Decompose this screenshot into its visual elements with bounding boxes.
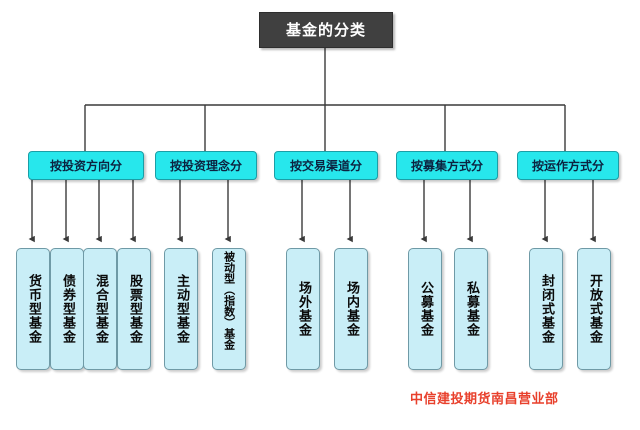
leaf-node-label: 场外基金 xyxy=(296,281,312,337)
leaf-node-closed-end-fund[interactable]: 封闭式基金 xyxy=(529,248,563,370)
leaf-node-label: 公募基金 xyxy=(418,281,434,337)
leaf-node-otc-fund[interactable]: 场外基金 xyxy=(286,248,320,370)
leaf-node-money-market-fund[interactable]: 货币型基金 xyxy=(16,248,50,370)
category-node-label: 按运作方式分 xyxy=(531,158,604,173)
category-node-by-investment-philosophy[interactable]: 按投资理念分 xyxy=(155,151,257,180)
leaf-node-label: 货币型基金 xyxy=(26,274,42,344)
leaf-node-open-end-fund[interactable]: 开放式基金 xyxy=(577,248,611,370)
footer-credit: 中信建投期货南昌营业部 xyxy=(410,392,559,407)
root-node-label: 基金的分类 xyxy=(285,20,366,39)
leaf-node-passive-index-fund[interactable]: 被动型（指数）基金 xyxy=(212,248,246,370)
category-node-by-operating-method[interactable]: 按运作方式分 xyxy=(517,151,619,180)
leaf-node-label: 被动型（指数）基金 xyxy=(222,251,236,350)
leaf-node-label: 私募基金 xyxy=(464,281,480,337)
leaf-node-bond-fund[interactable]: 债券型基金 xyxy=(50,248,84,370)
leaf-node-label: 混合型基金 xyxy=(93,274,109,344)
category-node-by-trading-channel[interactable]: 按交易渠道分 xyxy=(274,151,378,180)
category-node-label: 按募集方式分 xyxy=(410,158,483,173)
leaf-node-label: 债券型基金 xyxy=(60,274,76,344)
leaf-node-label: 股票型基金 xyxy=(127,274,143,344)
category-node-label: 按投资理念分 xyxy=(169,158,242,173)
category-node-by-investment-direction[interactable]: 按投资方向分 xyxy=(28,151,144,180)
leaf-node-hybrid-fund[interactable]: 混合型基金 xyxy=(83,248,117,370)
category-node-label: 按投资方向分 xyxy=(49,158,122,173)
leaf-node-exchange-traded-fund[interactable]: 场内基金 xyxy=(334,248,368,370)
leaf-node-public-offering-fund[interactable]: 公募基金 xyxy=(408,248,442,370)
leaf-node-equity-fund[interactable]: 股票型基金 xyxy=(117,248,151,370)
root-node-fund-classification[interactable]: 基金的分类 xyxy=(259,12,393,48)
category-node-by-fundraising-method[interactable]: 按募集方式分 xyxy=(396,151,498,180)
leaf-node-private-offering-fund[interactable]: 私募基金 xyxy=(454,248,488,370)
leaf-node-label: 封闭式基金 xyxy=(539,274,555,344)
leaf-node-label: 场内基金 xyxy=(344,281,360,337)
leaf-node-label: 主动型基金 xyxy=(174,274,190,344)
leaf-node-label: 开放式基金 xyxy=(587,274,603,344)
leaf-node-active-fund[interactable]: 主动型基金 xyxy=(164,248,198,370)
category-node-label: 按交易渠道分 xyxy=(289,158,362,173)
